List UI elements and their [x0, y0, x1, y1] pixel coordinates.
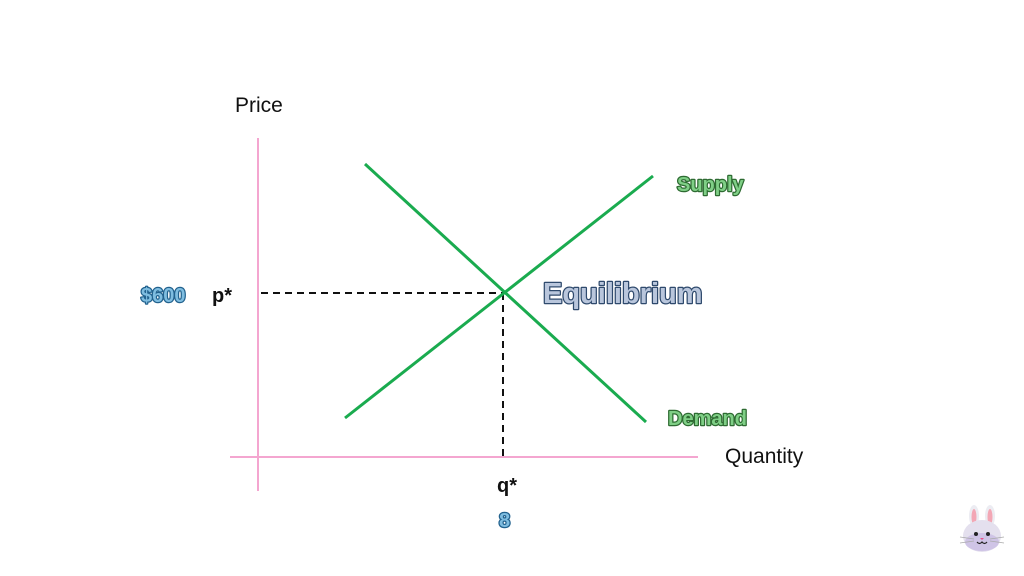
equilibrium-label: Equilibrium — [543, 278, 703, 310]
y-axis-label: Price — [235, 94, 283, 117]
demand-curve — [363, 162, 648, 424]
price-symbol: p* — [212, 285, 232, 307]
supply-curve — [344, 174, 654, 420]
supply-label: Supply — [677, 174, 745, 196]
price-value: $600 — [141, 285, 186, 307]
bunny-face-icon — [959, 505, 1005, 552]
demand-label: Demand — [668, 408, 747, 430]
x-axis-label: Quantity — [725, 445, 804, 468]
quantity-value: 8 — [499, 510, 510, 532]
quantity-symbol: q* — [497, 475, 517, 497]
